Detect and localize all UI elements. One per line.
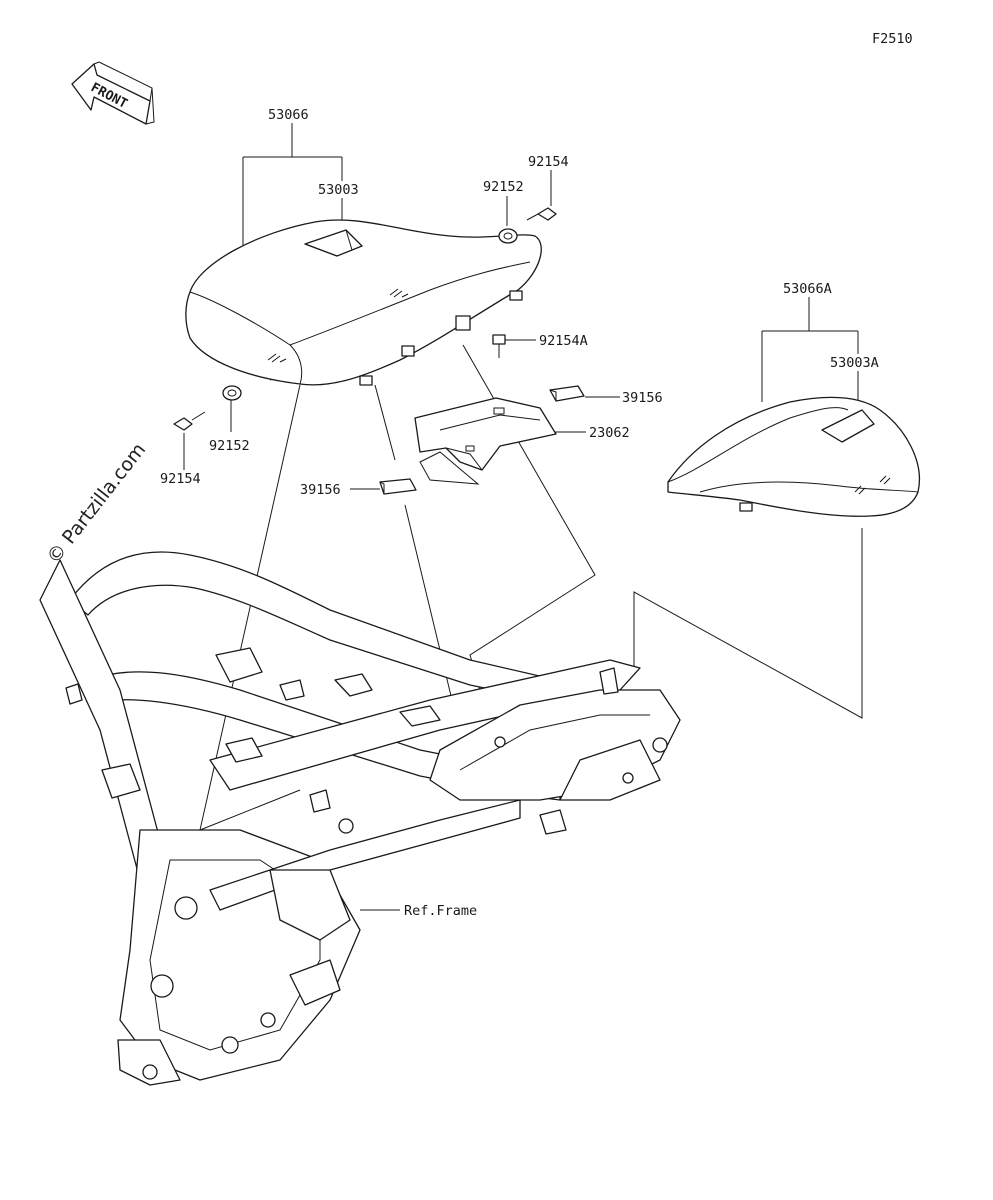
label-23062: 23062 bbox=[589, 425, 630, 441]
label-ref-frame: Ref.Frame bbox=[404, 903, 477, 919]
front-seat bbox=[185, 219, 542, 386]
motorcycle-frame bbox=[39, 551, 681, 1086]
damper-right bbox=[549, 385, 585, 402]
label-39156-left: 39156 bbox=[300, 482, 341, 498]
bolt-92154a-icon bbox=[492, 334, 506, 358]
front-arrow-icon: FRONT bbox=[71, 61, 155, 125]
label-92152-top: 92152 bbox=[483, 179, 524, 195]
label-92152-left: 92152 bbox=[209, 438, 250, 454]
label-92154-left: 92154 bbox=[160, 471, 201, 487]
label-92154-top: 92154 bbox=[528, 154, 569, 170]
diagram-code: F2510 bbox=[872, 31, 913, 47]
bolt-left-icon bbox=[173, 411, 206, 431]
label-39156-right: 39156 bbox=[622, 390, 663, 406]
label-53003: 53003 bbox=[318, 182, 359, 198]
collar-left bbox=[222, 385, 242, 401]
rear-seat bbox=[667, 396, 920, 517]
label-53003a: 53003A bbox=[830, 355, 879, 371]
damper-left bbox=[379, 478, 417, 495]
label-92154a: 92154A bbox=[539, 333, 588, 349]
bolt-top-icon bbox=[526, 207, 557, 221]
collar-top bbox=[498, 228, 518, 244]
watermark: © Partzilla.com bbox=[43, 439, 151, 568]
label-53066a: 53066A bbox=[783, 281, 832, 297]
bracket bbox=[414, 397, 557, 485]
label-53066: 53066 bbox=[268, 107, 309, 123]
